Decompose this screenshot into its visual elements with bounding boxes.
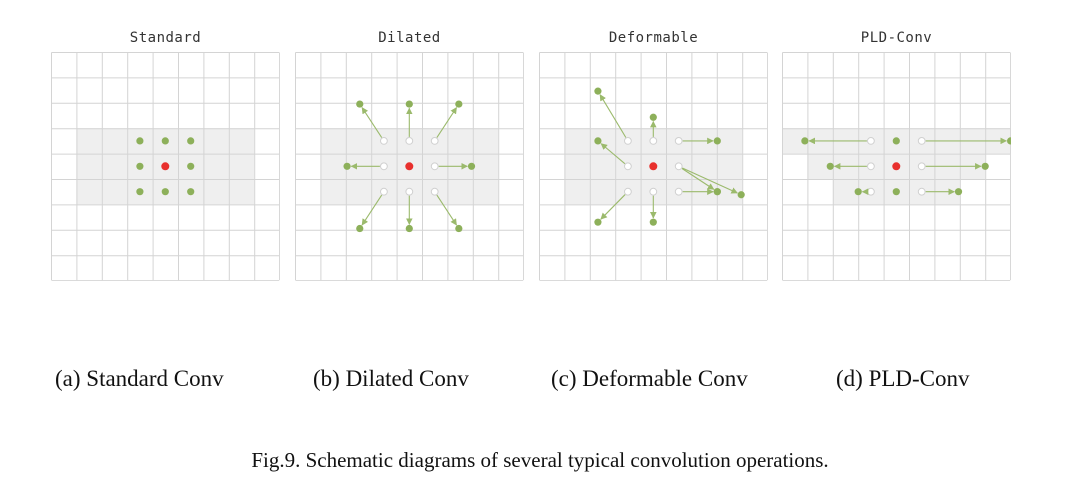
sample-point [187, 137, 195, 145]
caption-standard-conv: (a) Standard Conv [55, 366, 224, 391]
offset-arrow [682, 167, 738, 194]
standard-conv-diagram [51, 52, 280, 281]
caption-dilated-conv: (b) Dilated Conv [313, 366, 469, 391]
original-point [380, 162, 388, 171]
sample-point [161, 137, 169, 145]
offset-arrow [600, 143, 626, 165]
panel-title-deformable: Deformable [608, 30, 699, 46]
center-point [649, 162, 658, 171]
sample-point [405, 224, 413, 233]
offset-arrow [599, 94, 627, 138]
sample-point [737, 191, 745, 199]
pld-conv-diagram [782, 52, 1011, 281]
sample-point [713, 188, 721, 196]
caption-pld-conv: (d) PLD-Conv [836, 366, 970, 391]
caption-deformable-conv: (c) Deformable Conv [551, 366, 748, 391]
offset-arrow [436, 107, 457, 138]
panel-title-standard: Standard [129, 30, 202, 46]
offset-arrow [681, 168, 715, 190]
figure-caption: Fig.9. Schematic diagrams of several typ… [251, 448, 829, 472]
original-point [405, 187, 414, 196]
original-point [380, 137, 388, 145]
sample-point [954, 188, 963, 196]
original-point [649, 137, 658, 145]
panel-title-dilated: Dilated [378, 30, 441, 46]
original-point [430, 187, 439, 196]
sample-point [981, 162, 989, 170]
sample-point [1007, 137, 1011, 145]
sample-point [356, 100, 364, 108]
sample-point [161, 188, 169, 196]
original-point [917, 162, 926, 171]
offset-arrow [436, 194, 457, 226]
original-point [917, 187, 926, 196]
original-point [674, 162, 683, 171]
original-point [624, 162, 632, 171]
sample-point [854, 188, 862, 196]
original-point [624, 187, 632, 196]
offset-arrow [361, 194, 383, 226]
original-point [624, 137, 632, 145]
sample-point [649, 113, 657, 121]
original-point [430, 137, 439, 145]
original-point [674, 187, 683, 196]
sample-point [455, 224, 463, 233]
sample-point [455, 100, 463, 108]
original-point [867, 162, 875, 171]
offset-arrow [600, 194, 626, 220]
panel-title-pldconv: PLD-Conv [860, 30, 933, 46]
sample-point [649, 218, 657, 226]
center-point [405, 162, 414, 171]
sample-point [187, 188, 195, 196]
sample-point [405, 100, 413, 108]
sample-point [826, 162, 834, 170]
sample-point [892, 137, 900, 145]
original-point [649, 187, 658, 196]
sample-point [136, 162, 144, 170]
sample-point [187, 162, 195, 170]
offset-arrow [361, 107, 383, 138]
deformable-conv-diagram [539, 52, 768, 281]
sample-point [467, 162, 476, 170]
sample-point [136, 137, 144, 145]
sample-point [594, 137, 602, 145]
sample-point [892, 188, 900, 196]
dilated-conv-diagram [295, 52, 524, 281]
original-point [430, 162, 439, 171]
center-point [892, 162, 901, 171]
original-point [405, 137, 414, 145]
sample-point [594, 218, 602, 226]
original-point [380, 187, 388, 196]
sample-point [343, 162, 351, 170]
sample-point [801, 137, 809, 145]
sample-point [713, 137, 721, 145]
sample-point [136, 188, 144, 196]
sample-point [356, 224, 364, 233]
original-point [867, 187, 875, 196]
center-point [161, 162, 170, 171]
sample-point [594, 87, 602, 95]
original-point [917, 137, 926, 145]
original-point [674, 137, 683, 145]
original-point [867, 137, 875, 145]
